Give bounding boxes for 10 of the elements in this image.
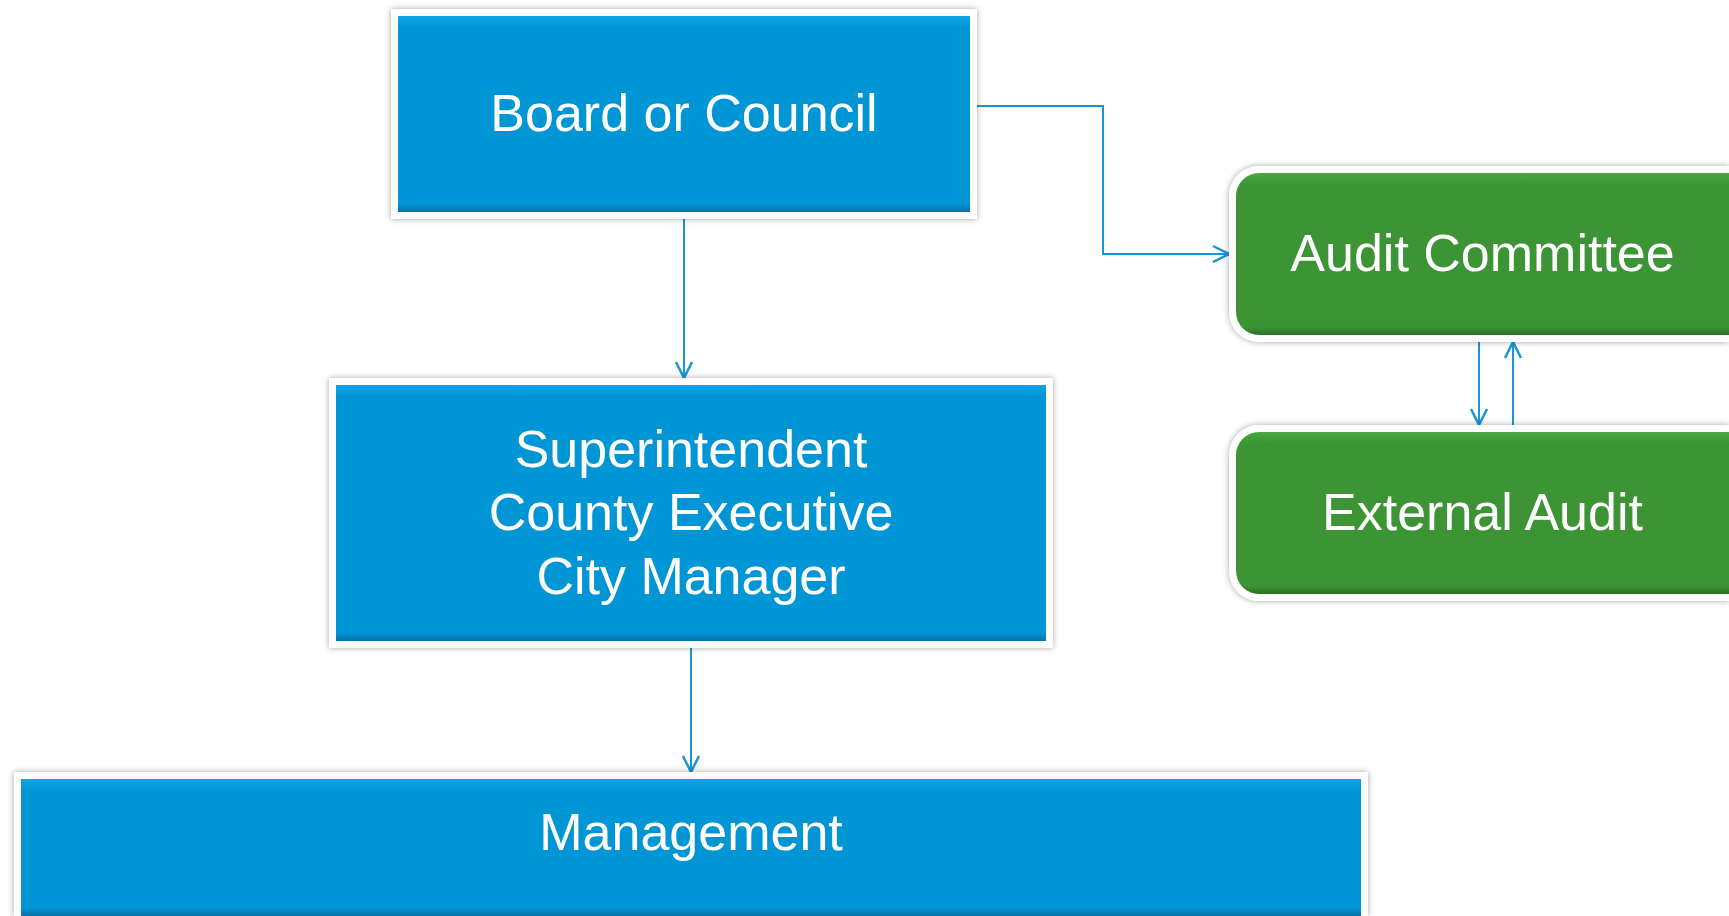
box-label: Board or Council xyxy=(490,83,878,145)
box-label: Management xyxy=(539,801,843,863)
arrow xyxy=(976,105,1231,264)
arrow xyxy=(674,218,694,380)
box-label: Audit Committee xyxy=(1290,223,1675,285)
box-label: External Audit xyxy=(1322,482,1643,544)
arrow xyxy=(1469,341,1489,427)
arrow xyxy=(1503,340,1523,426)
box-label: Superintendent County Executive City Manager xyxy=(487,418,895,607)
arrow xyxy=(681,647,701,774)
